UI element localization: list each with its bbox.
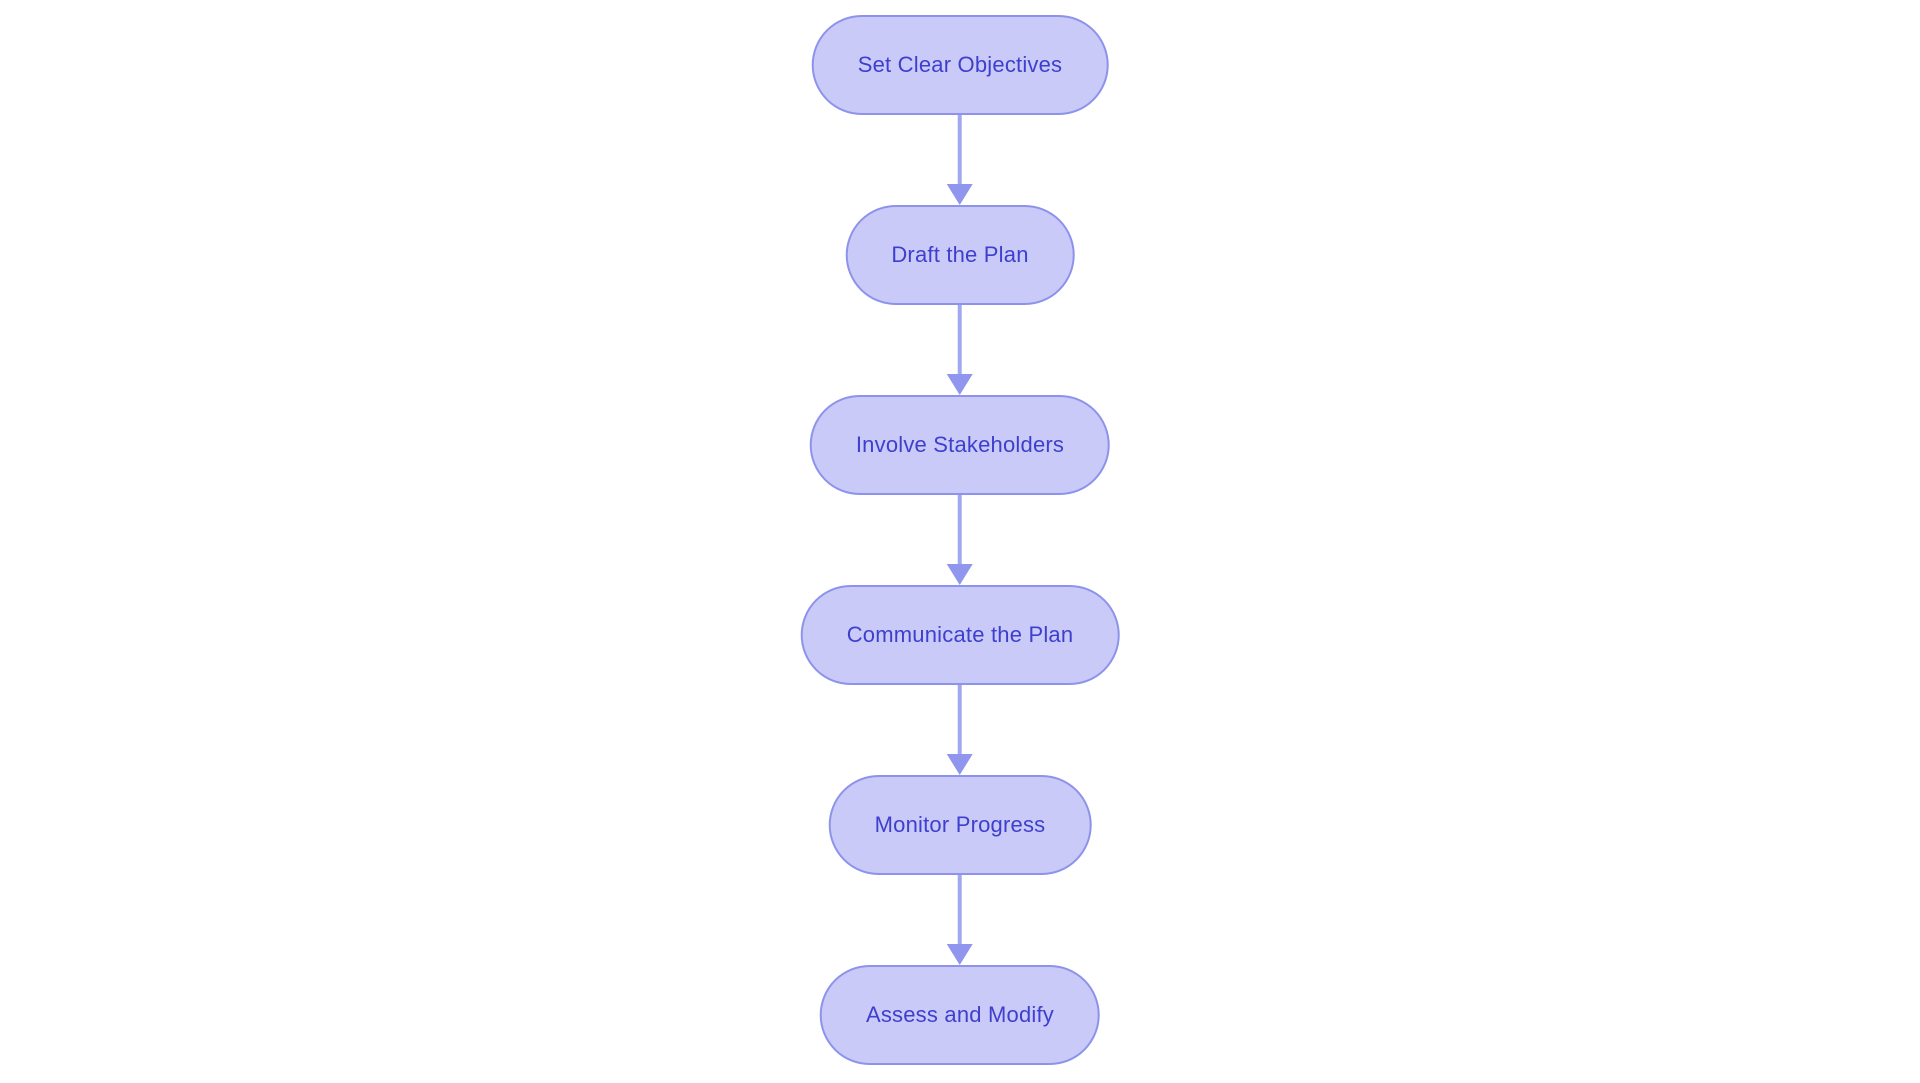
flow-node-label: Draft the Plan: [891, 242, 1029, 267]
flow-arrow: [946, 875, 974, 965]
flow-node-label: Monitor Progress: [874, 812, 1046, 837]
arrow-line: [958, 875, 962, 944]
flow-node-involve-stakeholders: Involve Stakeholders: [809, 395, 1111, 495]
flow-arrow: [946, 115, 974, 205]
arrow-line: [958, 115, 962, 184]
flow-node-set-clear-objectives: Set Clear Objectives: [811, 15, 1109, 115]
flow-node-communicate-the-plan: Communicate the Plan: [800, 585, 1120, 685]
flow-node-assess-and-modify: Assess and Modify: [819, 965, 1101, 1065]
arrow-down-icon: [947, 944, 973, 965]
arrow-line: [958, 495, 962, 564]
flow-node-label: Involve Stakeholders: [855, 432, 1065, 457]
flowchart-column: Set Clear Objectives Draft the Plan Invo…: [800, 15, 1120, 1065]
arrow-down-icon: [947, 184, 973, 205]
arrow-line: [958, 685, 962, 754]
arrow-down-icon: [947, 564, 973, 585]
flow-node-label: Assess and Modify: [865, 1002, 1055, 1027]
flow-arrow: [946, 495, 974, 585]
arrow-down-icon: [947, 754, 973, 775]
flow-node-label: Set Clear Objectives: [857, 52, 1063, 77]
flow-arrow: [946, 685, 974, 775]
flow-node-draft-the-plan: Draft the Plan: [845, 205, 1075, 305]
flow-node-label: Communicate the Plan: [846, 622, 1074, 647]
flow-node-monitor-progress: Monitor Progress: [828, 775, 1092, 875]
arrow-down-icon: [947, 374, 973, 395]
arrow-line: [958, 305, 962, 374]
flow-arrow: [946, 305, 974, 395]
